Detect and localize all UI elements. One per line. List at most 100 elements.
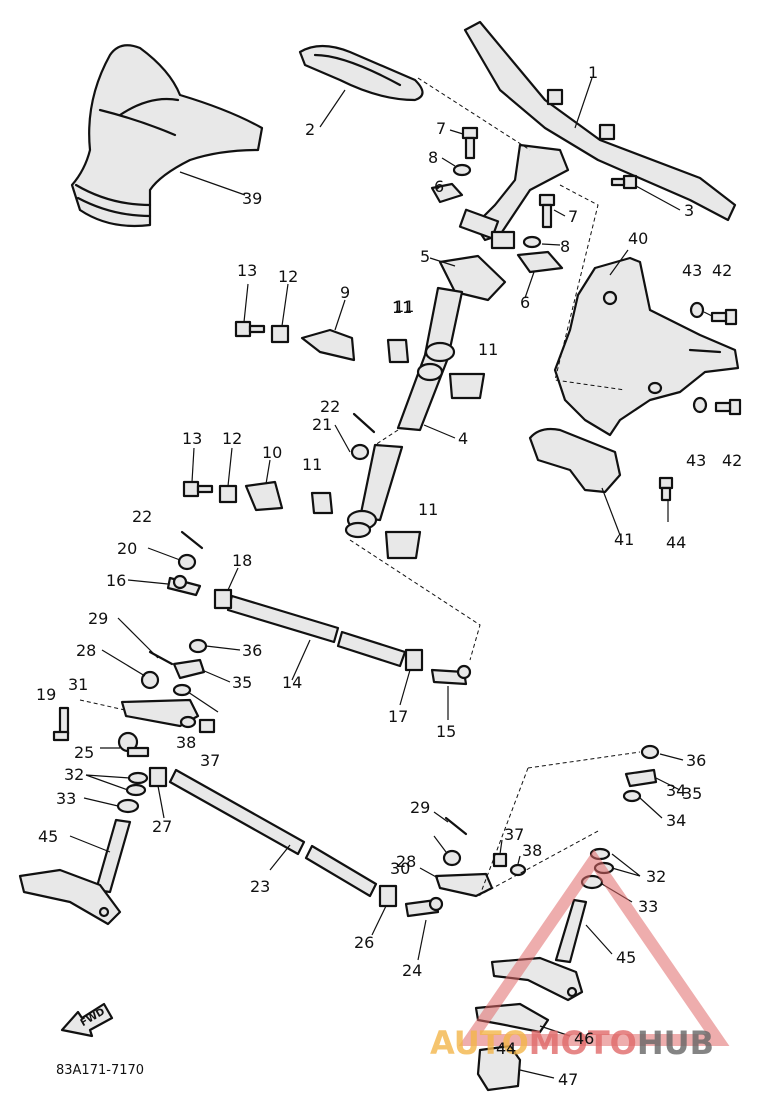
part-label: 8 [560,237,570,256]
part-label: 34 [666,781,686,800]
part-label: 12 [222,429,242,448]
part-12-nut-upper [270,324,290,344]
part-label: 11 [418,500,438,519]
part-43-washer-upper [689,301,705,319]
part-label: 42 [712,261,732,280]
part-41-cover [528,427,622,494]
part-label: 14 [282,673,302,692]
part-label: 30 [390,859,410,878]
watermark: AUTOMOTOHUB [430,849,730,1062]
part-30-arm [434,872,494,898]
part-label: 23 [250,877,270,896]
part-28-nut-right [442,849,462,867]
part-label: 29 [88,609,108,628]
part-36-cap-right [640,744,660,760]
part-label: 22 [320,397,340,416]
part-8-nut-upper [452,163,472,177]
part-6-clamp-right [516,250,564,274]
part-22-cotter-pin-lower [180,530,204,550]
part-13-bolt-upper [234,320,266,338]
part-label: 28 [76,641,96,660]
part-label: 35 [232,673,252,692]
part-label: 3 [684,201,694,220]
part-37-bolt-left [198,718,216,734]
part-36-cap-left [188,638,208,654]
part-11-bushing-d [384,530,422,560]
part-label: 37 [504,825,524,844]
part-label: 27 [152,817,172,836]
part-1-handlebar [463,20,737,222]
part-steering-stem [458,143,570,250]
part-label: 15 [436,722,456,741]
part-19-bolt [52,706,70,742]
part-11-bushing-a [386,338,410,364]
part-label: 32 [64,765,84,784]
part-label: 6 [520,293,530,312]
assembly-lines [79,77,641,897]
part-label: 45 [616,948,636,967]
part-24-ball-joint [404,896,444,918]
part-label: 7 [436,119,446,138]
part-label: 29 [410,798,430,817]
part-2-pad [298,44,424,102]
part-label: 1 [588,63,598,82]
part-label: 33 [56,789,76,808]
part-label: 6 [434,177,444,196]
part-7-bolt-right [538,193,556,229]
part-43-washer-lower [692,396,708,414]
part-label: 5 [420,247,430,266]
part-label: 19 [36,685,56,704]
part-45-pivot-left [18,818,132,926]
part-label: 43 [686,451,706,470]
part-label: 12 [278,267,298,286]
part-28-nut-left [140,670,160,690]
part-label: 24 [402,961,422,980]
part-label: 16 [106,571,126,590]
part-label: 44 [666,533,686,552]
part-21-nut [350,443,370,461]
part-18-nut [213,588,233,610]
part-label: 34 [666,811,686,830]
watermark-triangle-icon [458,849,730,1046]
part-42-bolt-lower [714,398,742,416]
part-label: 13 [237,261,257,280]
part-label: 11 [302,455,322,474]
part-label: 4 [458,429,468,448]
part-4-steering-column [344,286,464,539]
part-9-clamp [300,328,356,362]
part-11-bushing-b [448,372,486,400]
part-label: 35 [682,784,702,803]
part-label: 47 [558,1070,578,1089]
part-42-bolt-upper [710,308,738,326]
part-5-column-head [438,254,507,302]
part-34-washer-right [622,789,642,803]
part-label: 2 [305,120,315,139]
fwd-arrow-icon: FWD [60,1002,114,1038]
part-label: 44 [496,1039,516,1058]
part-25-ball-joint [117,731,150,758]
part-label: 32 [646,867,666,886]
part-32-bushing-left [125,771,149,797]
part-35-clip-right [624,768,658,788]
watermark-text: AUTOMOTOHUB [430,1024,714,1062]
part-26-nut [378,884,398,908]
part-23-rod [168,768,378,898]
part-label: 7 [568,207,578,226]
part-20-nut [177,553,197,571]
leader-lines [69,77,713,1079]
part-11-bushing-c [310,491,334,515]
part-label: 11 [392,298,412,317]
part-label: 36 [686,751,706,770]
part-label: 43 [682,261,702,280]
part-13-bolt-lower [182,480,214,498]
part-34-washer-left [172,683,192,697]
part-label: 22 [132,507,152,526]
part-6-clamp-upper [430,182,464,204]
part-label: 25 [74,743,94,762]
part-label: 11 [394,297,414,316]
part-label: 21 [312,415,332,434]
part-10-clamp [244,480,284,512]
part-38-washer-left [179,715,197,729]
part-44-bolt-upper [658,476,674,502]
